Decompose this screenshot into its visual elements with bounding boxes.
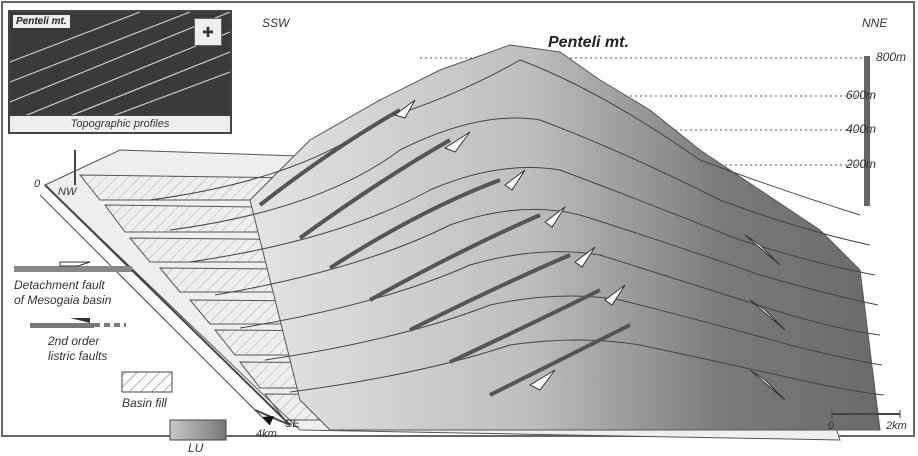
legend-listric-line: [30, 323, 94, 328]
direction-ssw: SSW: [262, 16, 290, 30]
legend-detachment-label: Detachment fault of Mesogaia basin: [14, 278, 112, 307]
legend-listric-arrow-icon: [70, 318, 90, 323]
penteli-mountain: [249, 44, 881, 431]
topographic-inset: Penteli mt. ✚ Topographic profiles: [8, 10, 232, 134]
axis-origin: 0: [34, 178, 41, 190]
compass-icon: ✚: [194, 18, 222, 46]
distance-axis: [39, 194, 271, 426]
listric-faults: [258, 108, 631, 397]
axis-nw: NW: [58, 186, 77, 198]
elevation-bar: [864, 56, 870, 206]
mountain-title: Penteli mt.: [548, 34, 629, 51]
topographic-profiles: [149, 59, 885, 396]
legend-detachment-arrow-icon: [59, 261, 91, 267]
legend-listric-label: 2nd order listric faults: [48, 334, 108, 363]
axis-distance: 4km: [256, 428, 277, 440]
elevation-600: 600m: [846, 88, 877, 102]
scale-start: 0: [828, 420, 835, 432]
scale-end: 2km: [886, 420, 907, 432]
legend-basin-fill-swatch: [121, 371, 173, 393]
elevation-400: 400m: [846, 122, 877, 136]
direction-nne: NNE: [862, 16, 888, 30]
legend-detachment-line: [14, 266, 132, 272]
legend-symbols: [14, 261, 227, 441]
inset-caption: Topographic profiles: [10, 115, 230, 132]
distance-arrow-icon: [262, 416, 274, 425]
legend-basin-fill-label: Basin fill: [122, 396, 167, 410]
axis-se: SE: [285, 418, 300, 430]
figure-frame: [1, 1, 915, 437]
inset-title: Penteli mt.: [13, 15, 70, 28]
detachment-arrows: [393, 99, 786, 401]
elevation-800: 800m: [876, 50, 907, 64]
elevation-200: 200m: [846, 157, 877, 171]
scale-bar: [831, 410, 901, 418]
legend-lu-swatch: [169, 419, 227, 441]
legend-lu-label: LU: [188, 441, 204, 455]
